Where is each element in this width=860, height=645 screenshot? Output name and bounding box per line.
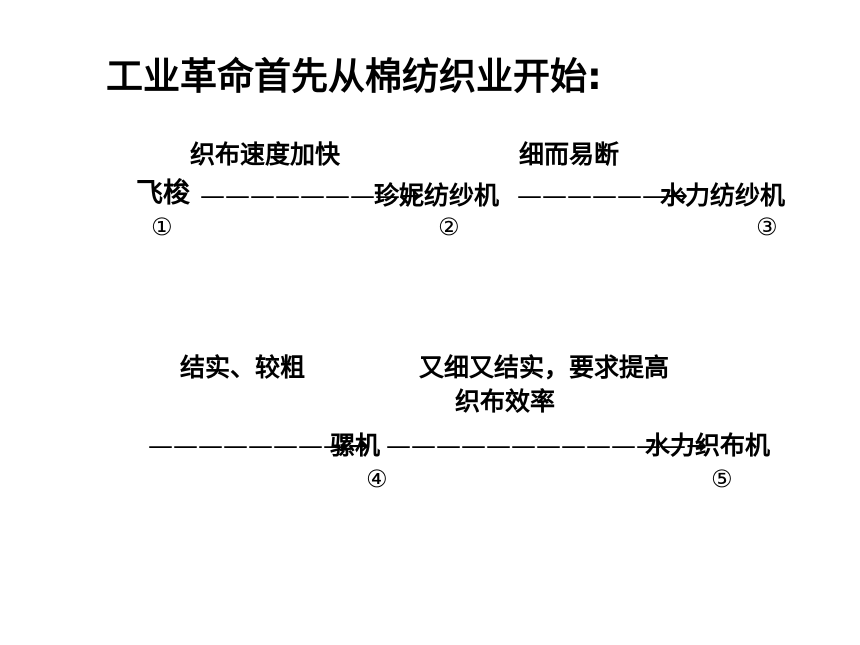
item-power-loom: 水力织布机: [645, 431, 771, 460]
arrow-1: ————————→: [200, 181, 421, 210]
number-3: ③: [756, 213, 778, 241]
item-spinning-mule: 骡机: [330, 431, 381, 460]
page-title: 工业革命首先从棉纺织业开始:: [106, 55, 602, 98]
arrow-4: ————————————→: [386, 431, 707, 460]
item-spinning-jenny: 珍妮纺纱机: [374, 181, 500, 210]
item-water-frame: 水力纺纱机: [660, 181, 786, 210]
number-4: ④: [366, 465, 388, 493]
arrow-2: ——————→: [517, 181, 688, 210]
item-flying-shuttle: 飞梭: [136, 178, 190, 209]
label-thin-strong-line1: 又细又结实，要求提高: [419, 353, 670, 382]
arrow-3: ————————→: [148, 431, 369, 460]
label-thin-strong-line2: 织布效率: [455, 387, 556, 416]
label-weaving-speed: 织布速度加快: [190, 140, 341, 169]
label-thin-fragile: 细而易断: [519, 140, 620, 169]
number-5: ⑤: [711, 465, 733, 493]
number-2: ②: [438, 213, 460, 241]
label-strong-coarse: 结实、较粗: [180, 353, 306, 382]
number-1: ①: [151, 213, 173, 241]
